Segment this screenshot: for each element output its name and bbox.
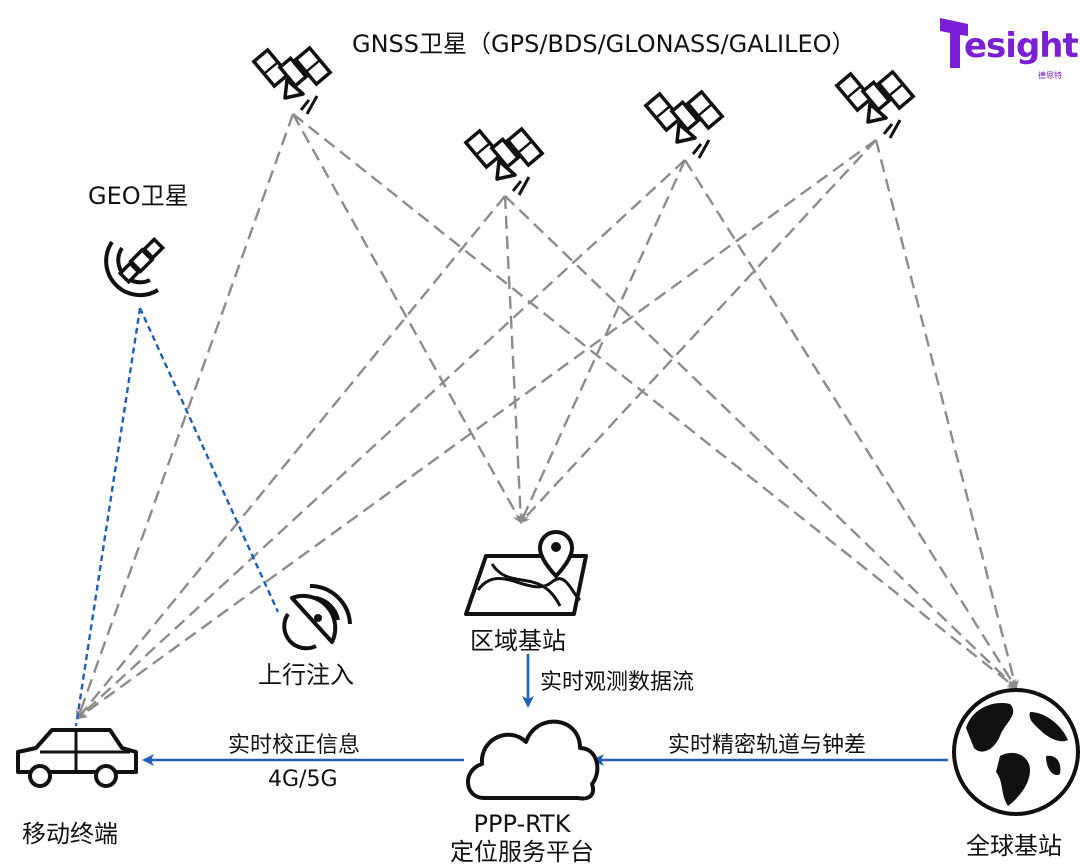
orbit-clock-label: 实时精密轨道与钟差 bbox=[668, 733, 867, 758]
platform-label-line2: 定位服务平台 bbox=[450, 838, 594, 866]
map-pin-icon bbox=[464, 529, 588, 616]
geo-links bbox=[74, 307, 280, 727]
observation-stream-label: 实时观测数据流 bbox=[540, 670, 695, 695]
correction-info-label: 实时校正信息 bbox=[228, 733, 361, 758]
link-sat4-global bbox=[874, 139, 1019, 690]
gnss-links bbox=[75, 113, 1019, 720]
regional-station-label: 区域基站 bbox=[470, 627, 566, 655]
link-sat2-global bbox=[504, 195, 1018, 690]
satellite-dish-icon bbox=[282, 583, 352, 651]
link-sat4-regional bbox=[519, 139, 877, 524]
link-sat1-global bbox=[292, 113, 1018, 690]
link-sat2-regional bbox=[503, 195, 526, 524]
globe-icon bbox=[952, 688, 1080, 816]
link-sat2-mobile bbox=[76, 195, 506, 720]
geo-satellite-icon bbox=[104, 236, 166, 298]
uplink-label: 上行注入 bbox=[258, 661, 354, 689]
link-sat4-mobile bbox=[76, 139, 877, 720]
global-station-label: 全球基站 bbox=[966, 832, 1062, 860]
link-sat3-regional bbox=[519, 159, 687, 524]
link-sat3-mobile bbox=[76, 159, 686, 720]
satellite-icon bbox=[835, 70, 915, 140]
car-icon bbox=[16, 728, 138, 788]
satellite-icon bbox=[252, 46, 332, 116]
geo-satellite-label: GEO卫星 bbox=[88, 182, 189, 210]
logo-text: esight bbox=[964, 26, 1079, 66]
network-label: 4G/5G bbox=[268, 767, 338, 792]
logo-mark-icon bbox=[940, 18, 968, 68]
link-geo-uplink bbox=[138, 307, 280, 613]
platform-label: PPP-RTK 定位服务平台 bbox=[448, 810, 596, 866]
logo-subtext: 德思特 bbox=[1038, 71, 1062, 80]
data-flow-arrows bbox=[142, 654, 948, 766]
platform-label-line1: PPP-RTK bbox=[473, 810, 571, 838]
link-geo-mobile bbox=[74, 307, 142, 727]
satellite-icon bbox=[644, 90, 724, 160]
satellite-icon bbox=[464, 127, 544, 197]
cloud-icon bbox=[466, 719, 600, 801]
link-sat1-mobile bbox=[75, 113, 295, 720]
link-sat3-global bbox=[683, 159, 1018, 690]
link-sat1-regional bbox=[291, 113, 523, 524]
brand-logo: esight 德思特 bbox=[938, 8, 1079, 80]
gnss-title: GNSS卫星（GPS/BDS/GLONASS/GALILEO） bbox=[352, 30, 856, 58]
mobile-terminal-label: 移动终端 bbox=[22, 820, 118, 848]
